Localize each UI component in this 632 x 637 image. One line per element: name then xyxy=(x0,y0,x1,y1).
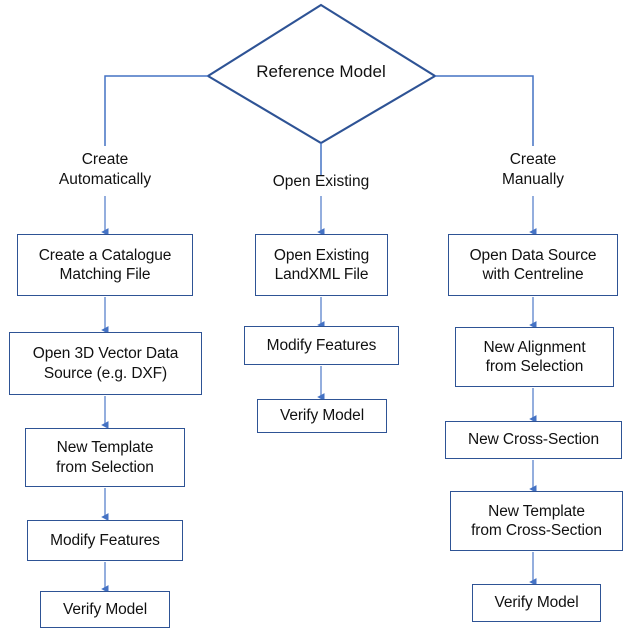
step-verify-model-middle[interactable]: Verify Model xyxy=(257,399,387,433)
step-new-alignment-from-selection[interactable]: New Alignment from Selection xyxy=(455,327,614,387)
step-new-cross-section[interactable]: New Cross-Section xyxy=(445,421,622,459)
branch-label-create-manually: Create Manually xyxy=(501,151,565,189)
branch-label-open-existing: Open Existing xyxy=(272,173,370,190)
branch-connector-right xyxy=(435,75,534,146)
step-open-existing-landxml-file[interactable]: Open Existing LandXML File xyxy=(255,234,388,296)
step-open-3d-vector-data-source[interactable]: Open 3D Vector Data Source (e.g. DXF) xyxy=(9,332,202,395)
step-create-catalogue-matching-file[interactable]: Create a Catalogue Matching File xyxy=(17,234,193,296)
branch-label-create-automatically: Create Automatically xyxy=(58,151,152,189)
step-new-template-from-selection[interactable]: New Template from Selection xyxy=(25,428,185,487)
step-new-template-from-cross-section[interactable]: New Template from Cross-Section xyxy=(450,491,623,551)
step-modify-features-middle[interactable]: Modify Features xyxy=(244,326,399,365)
step-verify-model-left[interactable]: Verify Model xyxy=(40,591,170,628)
step-modify-features-left[interactable]: Modify Features xyxy=(27,520,183,561)
decision-node-label: Reference Model xyxy=(256,62,386,81)
step-open-data-source-with-centreline[interactable]: Open Data Source with Centreline xyxy=(448,234,618,296)
step-verify-model-right[interactable]: Verify Model xyxy=(472,584,601,622)
branch-connector-left xyxy=(104,75,208,146)
